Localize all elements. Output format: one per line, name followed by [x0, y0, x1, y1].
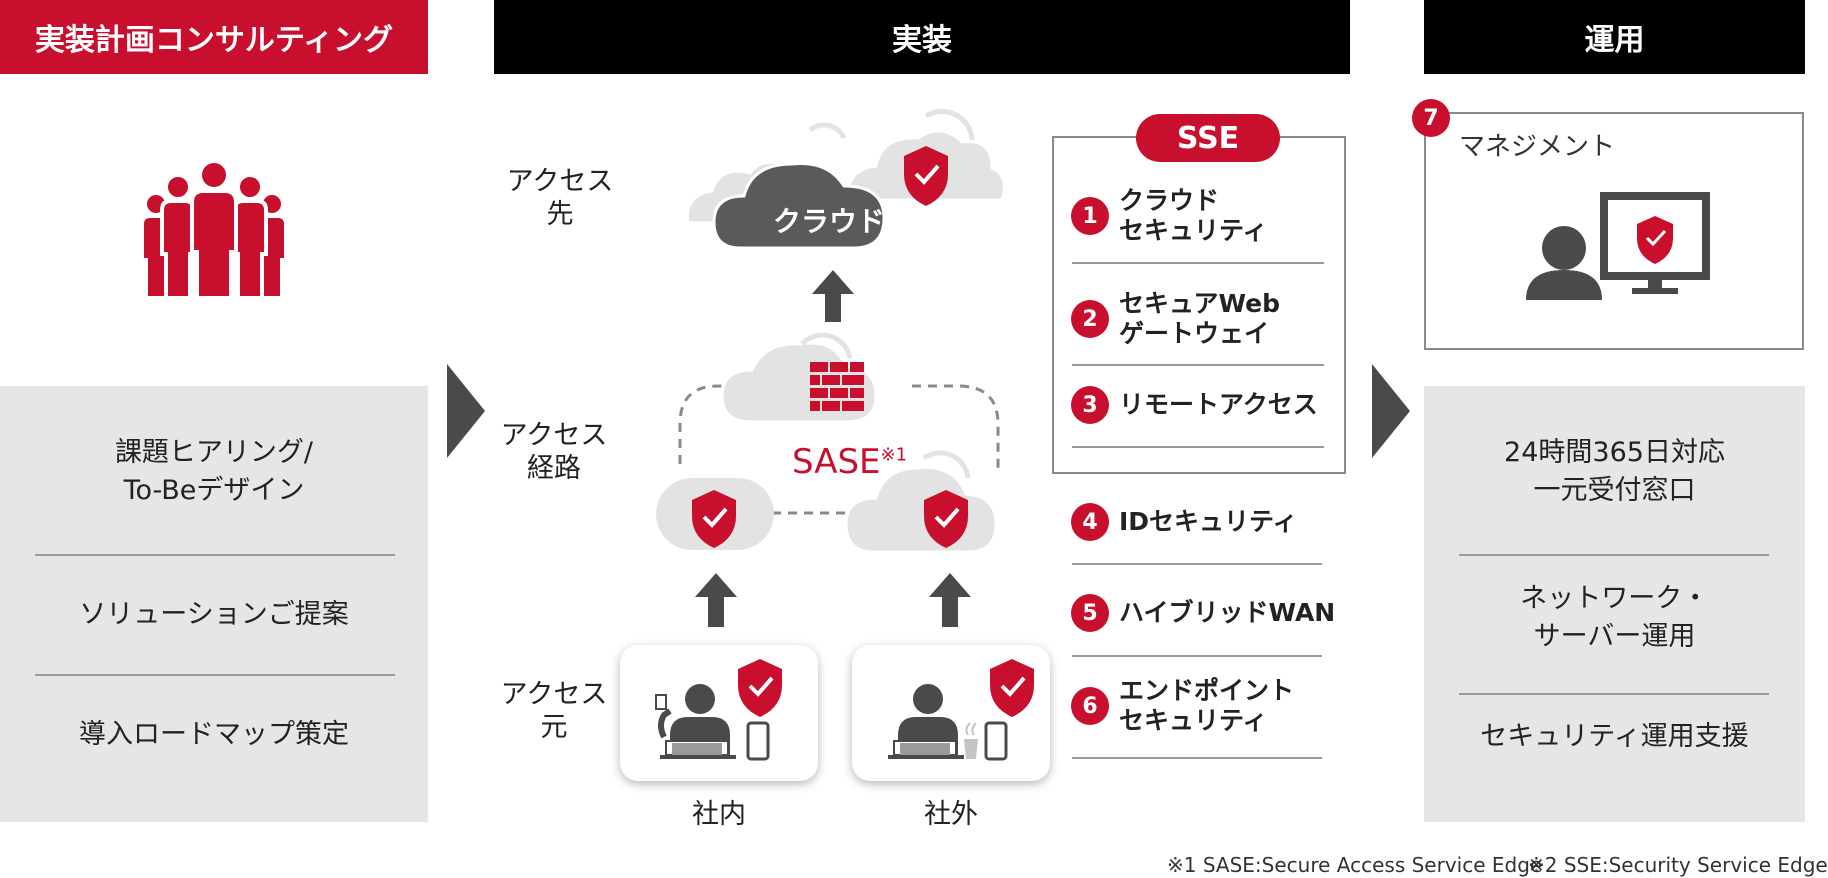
people-group-icon: [140, 159, 288, 300]
header-implementation-label: 実装: [892, 23, 952, 58]
label-access-source: アクセス 元: [488, 678, 620, 744]
sse-divider-1: [1072, 262, 1324, 264]
label-access-route: アクセス 経路: [488, 419, 620, 485]
sase-label-text: SASE: [792, 442, 881, 482]
consulting-item-hearing: 課題ヒアリング/ To-Beデザイン: [0, 434, 428, 510]
footnote-sse: ※2 SSE:Security Service Edge: [1528, 853, 1828, 877]
label-access-route-text: アクセス 経路: [500, 420, 608, 484]
footnote-sase-text: ※1 SASE:Secure Access Service Edge: [1167, 853, 1543, 877]
sse-item-id-security: 4 IDセキュリティ: [1071, 503, 1298, 541]
sse-item-6-label: エンドポイント セキュリティ: [1119, 676, 1295, 735]
consulting-divider-2: [35, 674, 395, 676]
management-num: 7: [1412, 99, 1450, 137]
location-internal-label: 社内: [692, 799, 746, 830]
label-access-destination-text: アクセス 先: [506, 166, 614, 230]
office-worker-icon: [655, 659, 782, 761]
operation-item-network-ops-label: ネットワーク・ サーバー運用: [1520, 583, 1709, 652]
sse-num-4: 4: [1071, 503, 1109, 541]
operation-item-support-desk: 24時間365日対応 一元受付窓口: [1424, 434, 1805, 510]
consulting-divider-1: [35, 554, 395, 556]
consulting-item-proposal-label: ソリューションご提案: [79, 599, 349, 630]
sse-num-5: 5: [1071, 594, 1109, 632]
label-access-destination: アクセス 先: [494, 165, 626, 231]
operation-item-security-ops: セキュリティ運用支援: [1424, 718, 1805, 756]
consulting-panel: 課題ヒアリング/ To-Beデザイン ソリューションご提案 導入ロードマップ策定: [0, 386, 428, 822]
consulting-item-roadmap: 導入ロードマップ策定: [0, 716, 428, 754]
sase-network-diagram: [656, 332, 1000, 554]
consulting-item-roadmap-label: 導入ロードマップ策定: [79, 719, 349, 750]
operation-divider-2: [1459, 693, 1769, 695]
management-label: マネジメント: [1459, 126, 1615, 163]
consulting-item-hearing-label: 課題ヒアリング/ To-Beデザイン: [114, 437, 314, 506]
operation-item-network-ops: ネットワーク・ サーバー運用: [1424, 580, 1805, 656]
arrow-up-icon-internal: [695, 573, 737, 627]
location-external-label: 社外: [924, 799, 978, 830]
sse-num-6: 6: [1071, 687, 1109, 725]
header-consulting: 実装計画コンサルティング: [0, 0, 428, 74]
management-label-text: マネジメント: [1459, 132, 1616, 162]
sse-item-3-label: リモートアクセス: [1119, 390, 1318, 419]
sse-divider-6: [1072, 757, 1322, 759]
footnote-sse-text: ※2 SSE:Security Service Edge: [1528, 853, 1828, 877]
location-external: 社外: [852, 792, 1050, 831]
operation-divider-1: [1459, 554, 1769, 556]
sse-item-secure-web-gateway: 2 セキュアWeb ゲートウェイ: [1071, 289, 1280, 349]
sse-item-2-label: セキュアWeb ゲートウェイ: [1119, 289, 1281, 348]
footnote-sase: ※1 SASE:Secure Access Service Edge: [1167, 853, 1542, 877]
sse-item-endpoint-security: 6 エンドポイント セキュリティ: [1071, 676, 1294, 736]
cloud-label-text: クラウド: [772, 205, 885, 238]
sse-item-cloud-security: 1 クラウド セキュリティ: [1071, 186, 1268, 246]
sse-badge-label: SSE: [1176, 120, 1240, 156]
sse-divider-4: [1072, 563, 1322, 565]
label-access-source-text: アクセス 元: [500, 679, 608, 743]
sse-item-4-label: IDセキュリティ: [1119, 507, 1298, 536]
operation-panel: 24時間365日対応 一元受付窓口 ネットワーク・ サーバー運用 セキュリティ運…: [1424, 386, 1805, 822]
sse-item-5-label: ハイブリッドWAN: [1119, 598, 1336, 627]
operation-item-security-ops-label: セキュリティ運用支援: [1480, 721, 1749, 752]
header-operation-label: 運用: [1584, 23, 1645, 58]
sse-badge: SSE: [1136, 114, 1280, 162]
sse-item-hybrid-wan: 5 ハイブリッドWAN: [1071, 594, 1335, 632]
sse-divider-2: [1072, 364, 1324, 366]
sase-footnote-mark: ※1: [880, 444, 908, 466]
sse-divider-3: [1072, 446, 1324, 448]
admin-monitor-icon: [1526, 192, 1710, 300]
sse-num-1: 1: [1071, 197, 1109, 235]
sse-item-remote-access: 3 リモートアクセス: [1071, 386, 1318, 424]
header-operation: 運用: [1424, 0, 1805, 74]
flow-arrow-right-icon-2: [1372, 364, 1410, 458]
arrow-up-icon-external: [929, 573, 971, 627]
sse-divider-5: [1072, 655, 1322, 657]
sse-num-3: 3: [1071, 386, 1109, 424]
device-box-external: [852, 645, 1050, 781]
sse-num-2: 2: [1071, 300, 1109, 338]
consulting-item-proposal: ソリューションご提案: [0, 596, 428, 634]
remote-worker-icon: [888, 659, 1034, 761]
operation-item-support-desk-label: 24時間365日対応 一元受付窓口: [1504, 437, 1725, 506]
header-consulting-label: 実装計画コンサルティング: [34, 23, 394, 58]
flow-arrow-right-icon: [447, 364, 485, 458]
sase-label: SASE※1: [792, 442, 907, 482]
device-box-internal: [620, 645, 818, 781]
header-implementation: 実装: [494, 0, 1350, 74]
sse-item-1-label: クラウド セキュリティ: [1119, 186, 1268, 245]
cloud-destination-icon: [686, 108, 1006, 250]
location-internal: 社内: [620, 792, 818, 831]
cloud-label: クラウド: [737, 200, 921, 240]
arrow-up-icon-cloud: [812, 270, 854, 322]
